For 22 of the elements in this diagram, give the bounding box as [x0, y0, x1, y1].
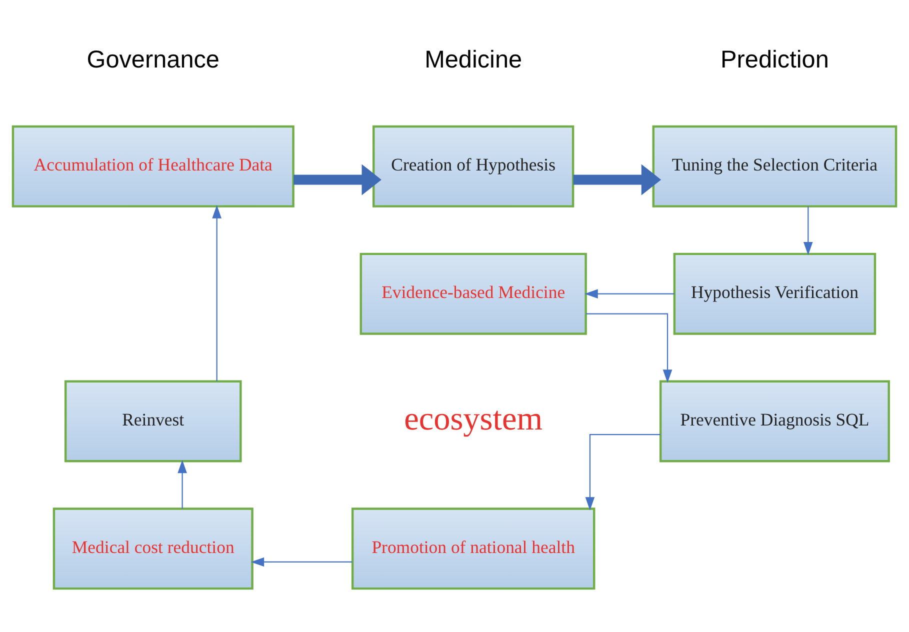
label: ecosystem — [404, 400, 543, 438]
arrow — [584, 289, 674, 298]
arrow — [250, 557, 352, 567]
arrow — [212, 205, 222, 382]
node-box: Accumulation of Healthcare Data — [12, 125, 294, 208]
label: Governance — [86, 46, 220, 74]
arrow — [586, 313, 672, 383]
node-box: Hypothesis Verification — [673, 252, 876, 335]
arrow — [178, 460, 187, 509]
node-box: Tuning the Selection Criteria — [652, 125, 898, 208]
node-box: Preventive Diagnosis SQL — [659, 380, 890, 462]
arrow — [803, 206, 813, 256]
node-box: Reinvest — [64, 380, 242, 462]
arrow — [585, 434, 660, 510]
node-box: Creation of Hypothesis — [372, 125, 574, 208]
arrow — [573, 164, 662, 196]
arrow — [294, 164, 382, 196]
node-box: Medical cost reduction — [52, 508, 254, 590]
node-box: Promotion of national health — [351, 508, 596, 590]
label: Medicine — [424, 46, 522, 74]
node-box: Evidence-based Medicine — [360, 252, 587, 335]
label: Prediction — [720, 46, 829, 74]
